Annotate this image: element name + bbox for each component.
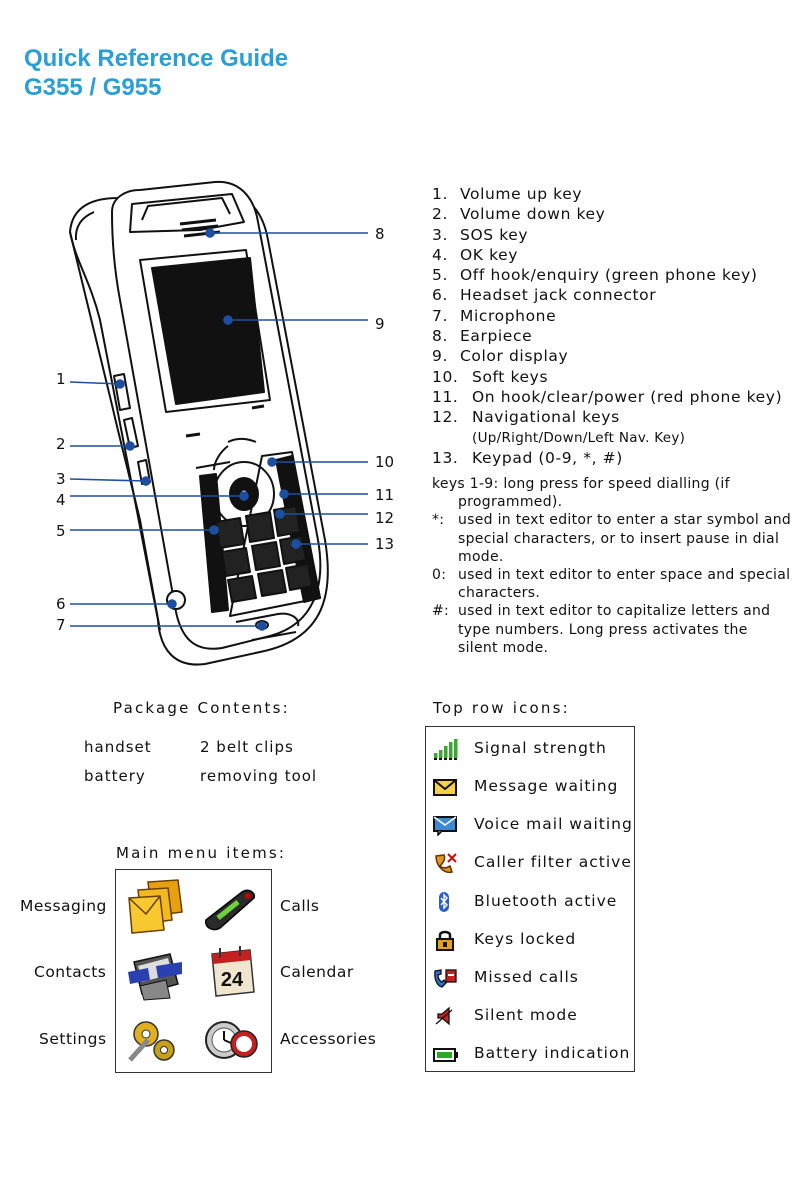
main-menu-heading: Main menu items: (116, 844, 287, 862)
menu-label-accessories: Accessories (280, 1030, 377, 1048)
menu-label-contacts: Contacts (34, 963, 107, 981)
callout-13: 13 (375, 535, 395, 553)
key-item: 11.On hook/clear/power (red phone key) (432, 387, 783, 406)
icon-row-voicemail: Voice mail waiting (426, 811, 634, 841)
callout-7: 7 (56, 616, 66, 634)
callout-2: 2 (56, 435, 66, 453)
title-line-1: Quick Reference Guide (24, 45, 289, 72)
envelopes-icon (128, 879, 183, 934)
menu-label-messaging: Messaging (20, 897, 107, 915)
icon-row-keys-locked: Keys locked (426, 926, 634, 956)
icon-row-message: Message waiting (426, 773, 634, 803)
page-title: Quick Reference Guide G355 / G955 (24, 44, 288, 102)
clocks-icon (205, 1021, 258, 1059)
icon-row-caller-filter: Caller filter active (426, 849, 634, 879)
key-item: 10.Soft keys (432, 367, 549, 386)
key-item: 3.SOS key (432, 225, 529, 244)
gears-icon (128, 1021, 175, 1062)
key-item: 8.Earpiece (432, 327, 533, 346)
icon-row-missed-calls: Missed calls (426, 964, 634, 994)
top-icons-heading: Top row icons: (433, 699, 570, 717)
top-icons-box: Signal strength Message waiting Voice ma… (425, 726, 635, 1072)
note-item: keys 1-9: long press for speed dialling … (432, 476, 730, 511)
calendar-day: 24 (221, 969, 244, 991)
menu-label-settings: Settings (39, 1030, 107, 1048)
callout-6: 6 (56, 595, 66, 613)
package-item: handset (84, 738, 152, 756)
icon-row-battery: Battery indication (426, 1040, 634, 1070)
lock-icon (436, 930, 454, 951)
calendar-icon: 24 (211, 946, 255, 997)
key-item: 13.Keypad (0-9, *, #) (432, 448, 623, 467)
phone-handset-icon (205, 889, 256, 931)
package-item: battery (84, 767, 146, 785)
speaker-muted-icon (435, 1006, 453, 1026)
key-item: 4.OK key (432, 245, 519, 264)
icon-row-bluetooth: Bluetooth active (426, 888, 634, 918)
package-heading: Package Contents: (113, 699, 290, 717)
main-menu-box: 24 (115, 869, 272, 1073)
package-item: removing tool (200, 767, 318, 785)
menu-label-calls: Calls (280, 897, 320, 915)
key-notes: keys 1-9: long press for speed dialling … (432, 475, 792, 657)
note-item: 0:used in text editor to enter space and… (432, 567, 791, 602)
menu-label-calendar: Calendar (280, 963, 354, 981)
caller-filter-icon (435, 853, 457, 874)
key-item: 6.Headset jack connector (432, 286, 657, 305)
signal-icon (434, 739, 458, 760)
key-list: 1.Volume up key 2.Volume down key 3.SOS … (432, 184, 782, 468)
bluetooth-icon (439, 892, 449, 912)
key-item: 12.Navigational keys (432, 408, 620, 427)
envelope-icon (433, 779, 457, 796)
callout-4: 4 (56, 491, 66, 509)
key-item: 7.Microphone (432, 306, 557, 325)
callout-9: 9 (375, 315, 385, 333)
callout-3: 3 (56, 470, 66, 488)
package-item: 2 belt clips (200, 738, 294, 756)
color-display (151, 257, 265, 405)
callout-10: 10 (375, 453, 395, 471)
key-item: 5.Off hook/enquiry (green phone key) (432, 266, 758, 285)
key-item: 9.Color display (432, 347, 569, 366)
callout-8: 8 (375, 225, 385, 243)
callout-lines (69, 228, 368, 631)
note-item: #:used in text editor to capitalize lett… (432, 603, 771, 656)
icon-row-silent: Silent mode (426, 1002, 634, 1032)
phone-illustration (69, 180, 368, 666)
title-line-2: G355 / G955 (24, 74, 162, 101)
phonebook-icon (128, 953, 182, 1001)
missed-calls-icon (434, 969, 457, 988)
voicemail-icon (433, 816, 457, 836)
callout-5: 5 (56, 522, 66, 540)
icon-row-signal: Signal strength (426, 735, 634, 765)
key-item: 2.Volume down key (432, 205, 606, 224)
callout-11: 11 (375, 486, 395, 504)
key-item-sub: (Up/Right/Down/Left Nav. Key) (472, 429, 686, 446)
key-item: 1.Volume up key (432, 185, 583, 203)
note-item: *:used in text editor to enter a star sy… (432, 512, 792, 565)
callout-12: 12 (375, 509, 395, 527)
callout-1: 1 (56, 370, 66, 388)
battery-icon (433, 1048, 458, 1062)
